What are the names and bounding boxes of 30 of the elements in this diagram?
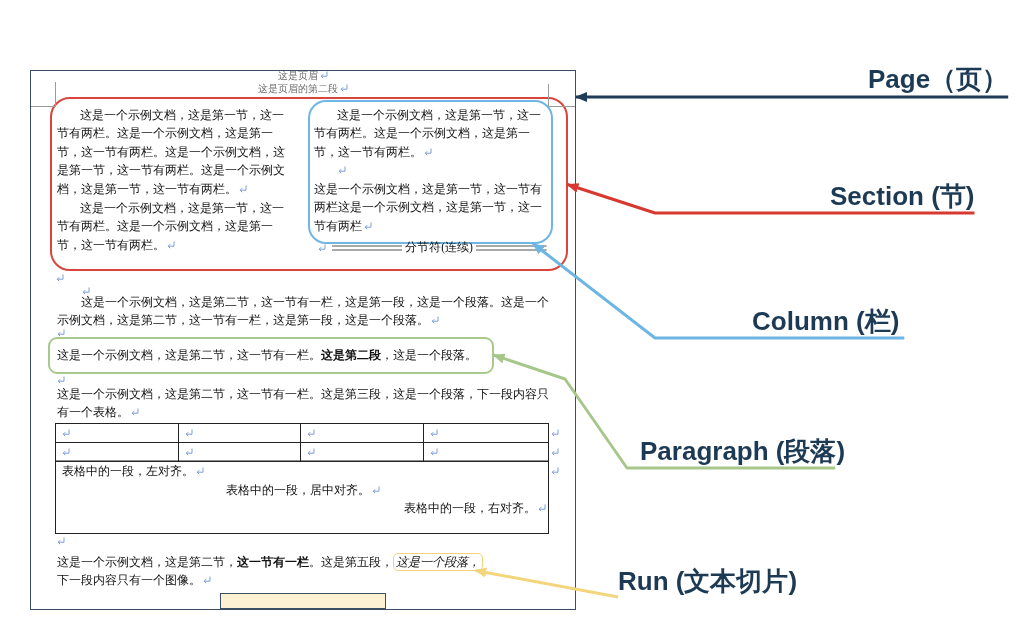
- paragraph-text: 这是一个示例文档，这是第二节，这一节有一栏。这是第三段，这是一个段落，下一段内容只有一个表格。: [56, 384, 551, 423]
- callout-label: Paragraph (段落): [640, 436, 846, 467]
- paragraph-text: 表格中的一段，居中对齐。: [225, 482, 380, 497]
- callout-label: Column (栏): [752, 306, 900, 337]
- paragraph-text: 这是一个示例文档，这是第一节，这一节有两栏。这是一个示例文档，这是第一节，这一节有两栏。: [56, 199, 293, 256]
- leader-arrow: [474, 567, 619, 599]
- callout-label: Page（页）: [868, 64, 1009, 95]
- callout-label: Run (文本切片): [618, 566, 798, 597]
- leader-arrow: [575, 92, 1009, 102]
- section-outline: [49, 96, 568, 271]
- callout-label: Section (节): [830, 181, 975, 212]
- highlighted-paragraph: 这是一个示例文档，这是第二节，这一节有一栏。这是第二段，这是一个段落。: [47, 336, 494, 374]
- paragraph-text: 这是一个示例文档，这是第一节，这一节有两栏这是一个示例文档，这是第一节，这一节有两栏: [313, 180, 550, 237]
- leader-arrow: [492, 353, 836, 470]
- leader-arrow: [532, 242, 905, 340]
- section-break-label: 分节符(连续): [404, 240, 474, 255]
- paragraph-text: 表格中的一段，左对齐。: [61, 463, 204, 478]
- paragraph-text: 这是一个示例文档，这是第一节，这一节有两栏。这是一个示例文档，这是第一节，这一节有两栏。这是一个示例文档，这是第一节，这一节有两栏。这是一个示例文档，这是第一节，这一节有两栏。: [56, 106, 293, 200]
- header-text: 这是页眉: [277, 71, 328, 81]
- paragraph-text: 这是一个示例文档，这是第二节，这一节有一栏。这是第五段，: [56, 554, 393, 569]
- paragraph-text: 这是一个示例文档，这是第二节，这一节有一栏，这是第一段，这是一个段落。这是一个示例文档，这是第二节，这一节有一栏，这是第一段，这是一个段落。: [56, 292, 551, 331]
- paragraph-text: 表格中的一段，右对齐。: [403, 500, 546, 515]
- paragraph-text: 这是一个示例文档，这是第一节，这一节有两栏。这是一个示例文档，这是第一节，这一节有两栏。: [313, 106, 550, 163]
- table: [54, 422, 549, 534]
- highlighted-run: 这是一个段落，: [392, 552, 483, 571]
- leader-arrow: [566, 183, 975, 215]
- header-text: 这是页眉的第二段: [257, 83, 348, 94]
- image-placeholder: [219, 592, 386, 609]
- paragraph-text: 下一段内容只有一个图像。: [56, 573, 211, 588]
- document-page: [30, 70, 576, 610]
